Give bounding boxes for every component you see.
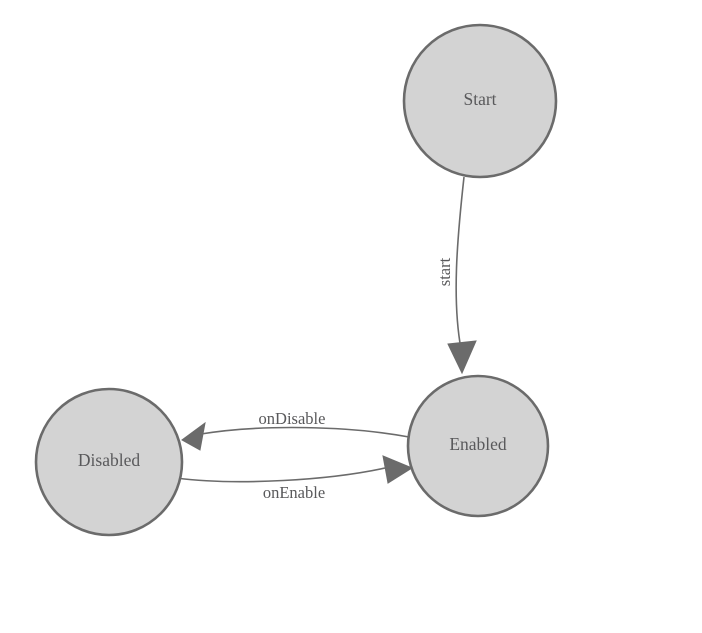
edge-group: start onDisable onEnable — [175, 176, 477, 502]
edge-line — [175, 467, 386, 483]
edge-label-start: start — [435, 257, 454, 286]
node-label-enabled: Enabled — [449, 434, 507, 454]
node-label-start: Start — [463, 89, 496, 109]
edge-label-onenable: onEnable — [263, 483, 325, 502]
node-start[interactable]: Start — [402, 23, 558, 179]
edge-line — [200, 426, 410, 438]
node-label-disabled: Disabled — [78, 450, 140, 470]
arrowhead-icon — [181, 421, 206, 451]
edge-label-ondisable: onDisable — [259, 409, 326, 428]
node-group: Start Enabled Disabled — [34, 23, 558, 537]
node-circle — [34, 387, 184, 537]
edge-enabled-to-disabled[interactable]: onDisable — [181, 409, 410, 451]
node-circle — [402, 23, 558, 179]
arrowhead-icon — [447, 340, 477, 375]
edge-line — [455, 176, 465, 350]
node-circle — [406, 374, 550, 518]
node-disabled[interactable]: Disabled — [34, 387, 184, 537]
arrowhead-icon — [382, 455, 414, 484]
edge-disabled-to-enabled[interactable]: onEnable — [175, 455, 414, 502]
edge-start-to-enabled[interactable]: start — [435, 176, 477, 375]
node-enabled[interactable]: Enabled — [406, 374, 550, 518]
